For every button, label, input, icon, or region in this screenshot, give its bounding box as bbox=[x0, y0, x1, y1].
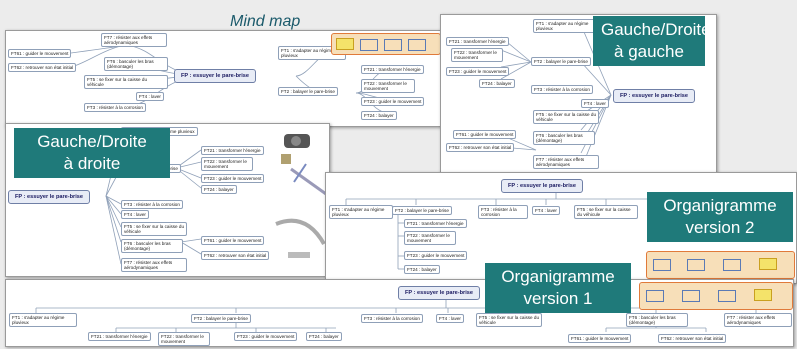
node-ft7-c[interactable]: FT7 : résister aux effets aérodynamiques bbox=[121, 258, 187, 273]
node-ft21-d[interactable]: FT21 : transformer l'énergie bbox=[404, 219, 467, 229]
node-ft7-e[interactable]: FT7 : résister aux effets aérodynamiques bbox=[724, 313, 792, 328]
org-chart-icon[interactable] bbox=[718, 290, 736, 302]
tree-icon[interactable] bbox=[408, 39, 426, 51]
mindmap-icon[interactable] bbox=[653, 259, 671, 271]
node-ft3-c[interactable]: FT3 : résister à la corrosion bbox=[121, 200, 183, 210]
node-ft24[interactable]: FT24 : balayer bbox=[361, 111, 397, 121]
node-ft23-e[interactable]: FT23 : guider le mouvement bbox=[234, 332, 298, 342]
node-ft24-e[interactable]: FT24 : balayer bbox=[306, 332, 342, 342]
node-ft6-c[interactable]: FT6 : basculer les bras (démontage) bbox=[121, 239, 183, 254]
node-ft4[interactable]: FT4 : laver bbox=[136, 92, 164, 102]
node-ft21-b[interactable]: FT21 : transformer l'énergie bbox=[446, 37, 509, 47]
node-ft24-d[interactable]: FT24 : balayer bbox=[404, 265, 440, 275]
label-right-layout-line2: à droite bbox=[63, 154, 121, 173]
node-ft3[interactable]: FT3 : résister à la corrosion bbox=[84, 103, 146, 113]
node-ft5-e[interactable]: FT5 : se fixer sur la caisse du véhicule bbox=[476, 313, 542, 328]
central-node-c[interactable]: FP : essuyer le pare-brise bbox=[8, 190, 90, 204]
label-orgchart-v1-line2: version 1 bbox=[523, 289, 593, 308]
layout-toolbar bbox=[331, 33, 441, 55]
node-ft24-c[interactable]: FT24 : balayer bbox=[201, 185, 237, 195]
node-ft3-b[interactable]: FT3 : résister à la corrosion bbox=[531, 85, 593, 95]
node-ft62[interactable]: FT62 : retrouver son état initial bbox=[8, 63, 77, 73]
node-ft22-d[interactable]: FT22 : transformer le mouvement bbox=[404, 231, 456, 246]
node-ft3-e[interactable]: FT3 : résister à la corrosion bbox=[361, 314, 423, 324]
node-ft5-b[interactable]: FT5 : se fixer sur la caisse du véhicule bbox=[533, 110, 599, 125]
node-ft62-c[interactable]: FT62 : retrouver son état initial bbox=[201, 251, 270, 261]
node-ft1-e[interactable]: FT1 : s'adapter au régime pluvieux bbox=[9, 313, 77, 328]
mindmap-icon[interactable] bbox=[646, 290, 664, 302]
node-ft7[interactable]: FT7 : résister aux effets aérodynamiques bbox=[101, 33, 167, 48]
label-left-layout-line2: à gauche bbox=[614, 42, 684, 61]
node-ft5-d[interactable]: FT5 : se fixer sur la caisse du véhicule bbox=[574, 205, 638, 220]
node-ft23[interactable]: FT23 : guider le mouvement bbox=[361, 97, 425, 107]
layout-toolbar-v1 bbox=[639, 282, 793, 310]
central-node-b[interactable]: FP : essuyer le pare-brise bbox=[613, 89, 695, 103]
node-ft2-b[interactable]: FT2 : balayer le pare-brise bbox=[531, 57, 591, 67]
central-node[interactable]: FP : essuyer le pare-brise bbox=[174, 69, 256, 83]
node-ft61[interactable]: FT61 : guider le mouvement bbox=[8, 49, 72, 59]
orgchart-v1-panel: FP : essuyer le pare-brise FT1 : s'adapt… bbox=[5, 279, 794, 347]
node-ft21-e[interactable]: FT21 : transformer l'énergie bbox=[88, 332, 151, 342]
node-ft22-e[interactable]: FT22 : transformer le mouvement bbox=[158, 332, 210, 346]
wiper-illustration bbox=[275, 134, 327, 258]
label-left-layout: Gauche/Droite à gauche bbox=[593, 16, 711, 66]
label-orgchart-v2-line2: version 2 bbox=[685, 218, 755, 237]
node-ft21-c[interactable]: FT21 : transformer l'énergie bbox=[201, 146, 264, 156]
left-layout-panel: FT1 : s'adapter au régime pluvieux FT21 … bbox=[440, 14, 717, 179]
node-ft22[interactable]: FT22 : transformer le mouvement bbox=[361, 79, 415, 94]
node-ft4-c[interactable]: FT4 : laver bbox=[121, 210, 149, 220]
mindmap-icon[interactable] bbox=[336, 38, 354, 50]
node-ft6-b[interactable]: FT6 : basculer les bras (démontage) bbox=[533, 131, 595, 146]
node-ft4-d[interactable]: FT4 : laver bbox=[532, 206, 560, 216]
node-ft1-d[interactable]: FT1 : s'adapter au régime pluvieux bbox=[329, 205, 393, 220]
left-right-icon[interactable] bbox=[682, 290, 700, 302]
node-ft1[interactable]: FT1 : s'adapter au régime pluvieux bbox=[278, 46, 346, 61]
orgchart-v1-connectors bbox=[35, 298, 757, 332]
label-orgchart-v1-line1: Organigramme bbox=[501, 267, 615, 286]
node-ft6[interactable]: FT6 : basculer les bras (démontage) bbox=[104, 57, 168, 72]
org-chart-icon[interactable] bbox=[384, 39, 402, 51]
left-right-icon[interactable] bbox=[360, 39, 378, 51]
label-right-layout: Gauche/Droite à droite bbox=[14, 128, 170, 178]
org-chart-icon[interactable] bbox=[723, 259, 741, 271]
node-ft5[interactable]: FT5 : se fixer sur la caisse du véhicule bbox=[84, 75, 168, 90]
node-ft23-c[interactable]: FT23 : guider le mouvement bbox=[201, 174, 265, 184]
node-ft61-b[interactable]: FT61 : guider le mouvement bbox=[453, 130, 517, 140]
node-ft2-d[interactable]: FT2 : balayer le pare-brise bbox=[392, 206, 452, 216]
mindmap-panel: FT7 : résister aux effets aérodynamiques… bbox=[5, 30, 445, 127]
label-orgchart-v1: Organigramme version 1 bbox=[485, 263, 631, 313]
label-orgchart-v2: Organigramme version 2 bbox=[647, 192, 793, 242]
label-left-layout-line1: Gauche/Droite bbox=[601, 20, 711, 39]
node-ft4-b[interactable]: FT4 : laver bbox=[581, 99, 609, 109]
tree-icon[interactable] bbox=[759, 258, 777, 270]
node-ft23-d[interactable]: FT23 : guider le mouvement bbox=[404, 251, 468, 261]
label-mindmap: Mind map bbox=[230, 13, 301, 30]
node-ft24-b[interactable]: FT24 : balayer bbox=[479, 79, 515, 89]
node-ft3-d[interactable]: FT3 : résister à la corrosion bbox=[478, 205, 528, 220]
node-ft7-b[interactable]: FT7 : résister aux effets aérodynamiques bbox=[533, 155, 599, 170]
node-ft4-e[interactable]: FT4 : laver bbox=[436, 314, 464, 324]
central-node-d[interactable]: FP : essuyer le pare-brise bbox=[501, 179, 583, 193]
right-layout-panel: FT1 : s'adapter au régime pluvieux FT2 :… bbox=[5, 123, 330, 277]
label-orgchart-v2-line1: Organigramme bbox=[663, 196, 777, 215]
node-ft2[interactable]: FT2 : balayer le pare-brise bbox=[278, 87, 338, 97]
node-ft5-c[interactable]: FT5 : se fixer sur la caisse du véhicule bbox=[121, 222, 187, 237]
node-ft1-b[interactable]: FT1 : s'adapter au régime pluvieux bbox=[533, 19, 597, 34]
node-ft62-e[interactable]: FT62 : retrouver son état initial bbox=[658, 334, 727, 344]
tree-icon[interactable] bbox=[754, 289, 772, 301]
label-right-layout-line1: Gauche/Droite bbox=[37, 132, 147, 151]
left-right-icon[interactable] bbox=[687, 259, 705, 271]
central-node-e[interactable]: FP : essuyer le pare-brise bbox=[398, 286, 480, 300]
node-ft21[interactable]: FT21 : transformer l'énergie bbox=[361, 65, 424, 75]
node-ft61-c[interactable]: FT61 : guider le mouvement bbox=[201, 236, 265, 246]
node-ft22-b[interactable]: FT22 : transformer le mouvement bbox=[451, 48, 503, 63]
node-ft6-e[interactable]: FT6 : basculer les bras (démontage) bbox=[626, 313, 688, 328]
node-ft2-e[interactable]: FT2 : balayer le pare-brise bbox=[191, 314, 251, 324]
node-ft22-c[interactable]: FT22 : transformer le mouvement bbox=[201, 157, 253, 172]
node-ft61-e[interactable]: FT61 : guider le mouvement bbox=[568, 334, 632, 344]
node-ft62-b[interactable]: FT62 : retrouver son état initial bbox=[446, 143, 515, 153]
node-ft23-b[interactable]: FT23 : guider le mouvement bbox=[446, 67, 510, 77]
layout-toolbar-v2 bbox=[646, 251, 795, 279]
